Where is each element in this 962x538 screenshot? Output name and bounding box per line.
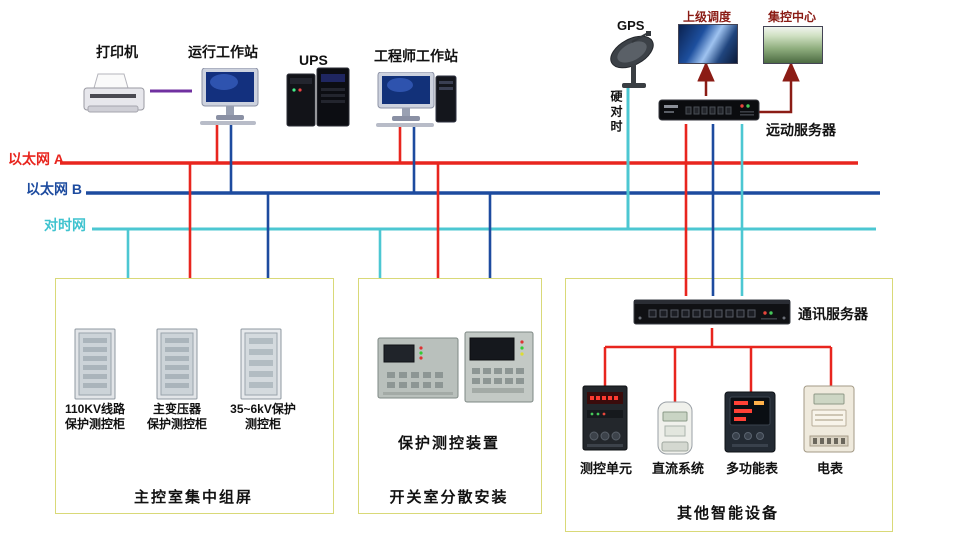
comm-server-icon xyxy=(633,294,791,333)
time-sync-label: 对时网 xyxy=(44,217,86,233)
left-zone-caption: 主控室集中组屏 xyxy=(133,489,253,506)
cabinet-35-6kv-label: 35~6kV保护测控柜 xyxy=(230,402,296,431)
multifunction-meter-label: 多功能表 xyxy=(725,461,778,476)
rtu-server-icon xyxy=(658,96,760,129)
engineer-workstation-icon xyxy=(372,71,458,135)
ethernet-b-label: 以太网 B xyxy=(26,181,82,197)
cabinet-110kv-icon xyxy=(74,328,116,405)
upper-dispatch-photo xyxy=(678,24,738,64)
dc-system-icon xyxy=(653,400,697,461)
cabinet-110kv-label: 110KV线路保护测控柜 xyxy=(64,402,126,431)
cabinet-35-6kv-icon xyxy=(240,328,282,405)
comm-server-label: 通讯服务器 xyxy=(798,306,868,322)
engineer-ws-label: 工程师工作站 xyxy=(374,48,458,64)
operator-workstation-icon xyxy=(192,67,268,131)
printer-label: 打印机 xyxy=(96,44,138,60)
electric-meter-icon xyxy=(802,384,856,459)
measure-control-unit-label: 测控单元 xyxy=(579,461,632,476)
ups-icon xyxy=(283,66,353,135)
upper-dispatch-label: 上级调度 xyxy=(683,10,732,24)
ups-label: UPS xyxy=(299,52,328,68)
central-control-photo xyxy=(763,26,823,64)
ethernet-a-label: 以太网 A xyxy=(8,151,64,167)
gps-antenna-icon xyxy=(606,30,664,95)
rtu-server-label: 远动服务器 xyxy=(766,122,836,138)
electric-meter-label: 电表 xyxy=(816,461,843,476)
gps-label: GPS xyxy=(617,18,645,33)
multifunction-meter-icon xyxy=(724,390,776,459)
hard-time-sync-label: 硬对时 xyxy=(609,90,623,135)
protection-device-label: 保护测控装置 xyxy=(397,435,500,452)
central-control-label: 集控中心 xyxy=(768,10,817,24)
protection-device-2-icon xyxy=(464,330,534,409)
operator-ws-label: 运行工作站 xyxy=(188,44,258,60)
middle-zone-caption: 开关室分散安装 xyxy=(389,489,509,506)
cabinet-transformer-icon xyxy=(156,328,198,405)
dc-system-label: 直流系统 xyxy=(651,461,704,476)
right-zone-caption: 其他智能设备 xyxy=(676,505,779,522)
measure-control-unit-icon xyxy=(582,384,628,457)
printer-icon xyxy=(78,70,150,123)
cabinet-transformer-label: 主变压器保护测控柜 xyxy=(146,402,207,431)
protection-device-1-icon xyxy=(377,336,459,405)
